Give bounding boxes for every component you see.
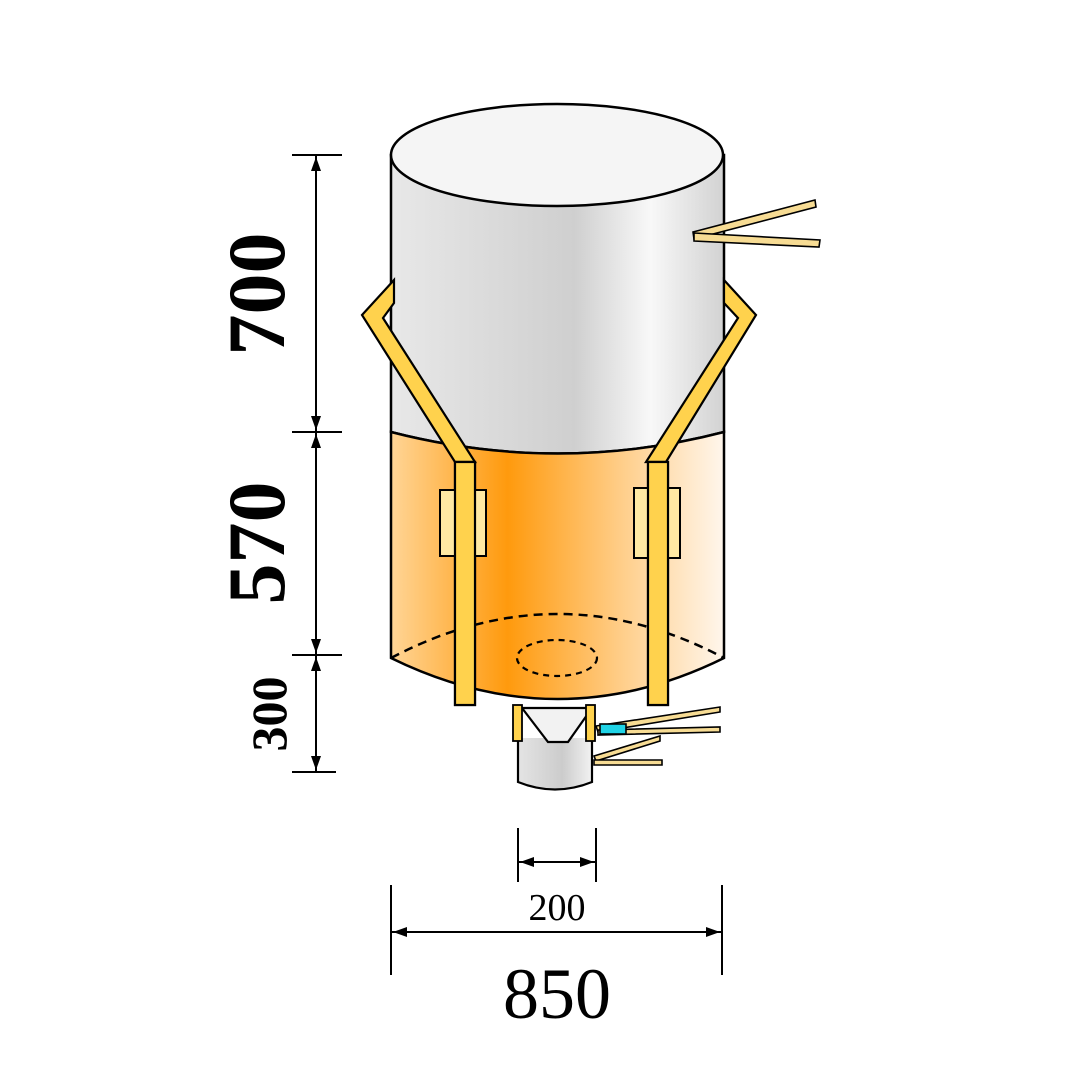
top-ties <box>692 198 821 248</box>
bag-bottom-rim-hidden <box>390 612 725 660</box>
bag-diameter-dimension <box>390 885 723 975</box>
vertical-dimension-arrows <box>311 157 321 770</box>
body-height-label: 700 <box>211 233 302 356</box>
spout-tie-cyan-tag <box>599 723 627 735</box>
spout-opening-hidden <box>515 638 599 678</box>
spout-diameter-label: 200 <box>529 887 586 929</box>
spout-diameter-dimension <box>517 828 597 882</box>
spout-ties <box>592 706 721 766</box>
spout-height-label: 300 <box>241 677 297 752</box>
skirt-height-label: 570 <box>211 482 302 605</box>
spout-tab-left <box>512 704 523 742</box>
bag-diameter-arrows <box>393 927 720 937</box>
bag-diameter-label: 850 <box>503 954 611 1034</box>
strap-right-front <box>646 460 670 707</box>
discharge-spout <box>516 738 594 791</box>
lifting-loop-right <box>643 277 758 464</box>
spout-diameter-arrows <box>520 857 594 867</box>
bag-lower-body <box>389 430 726 701</box>
strap-left-front <box>453 460 477 707</box>
spout-cone <box>519 706 595 744</box>
spout-tab-right <box>585 704 596 742</box>
bag-top-opening <box>389 102 725 208</box>
